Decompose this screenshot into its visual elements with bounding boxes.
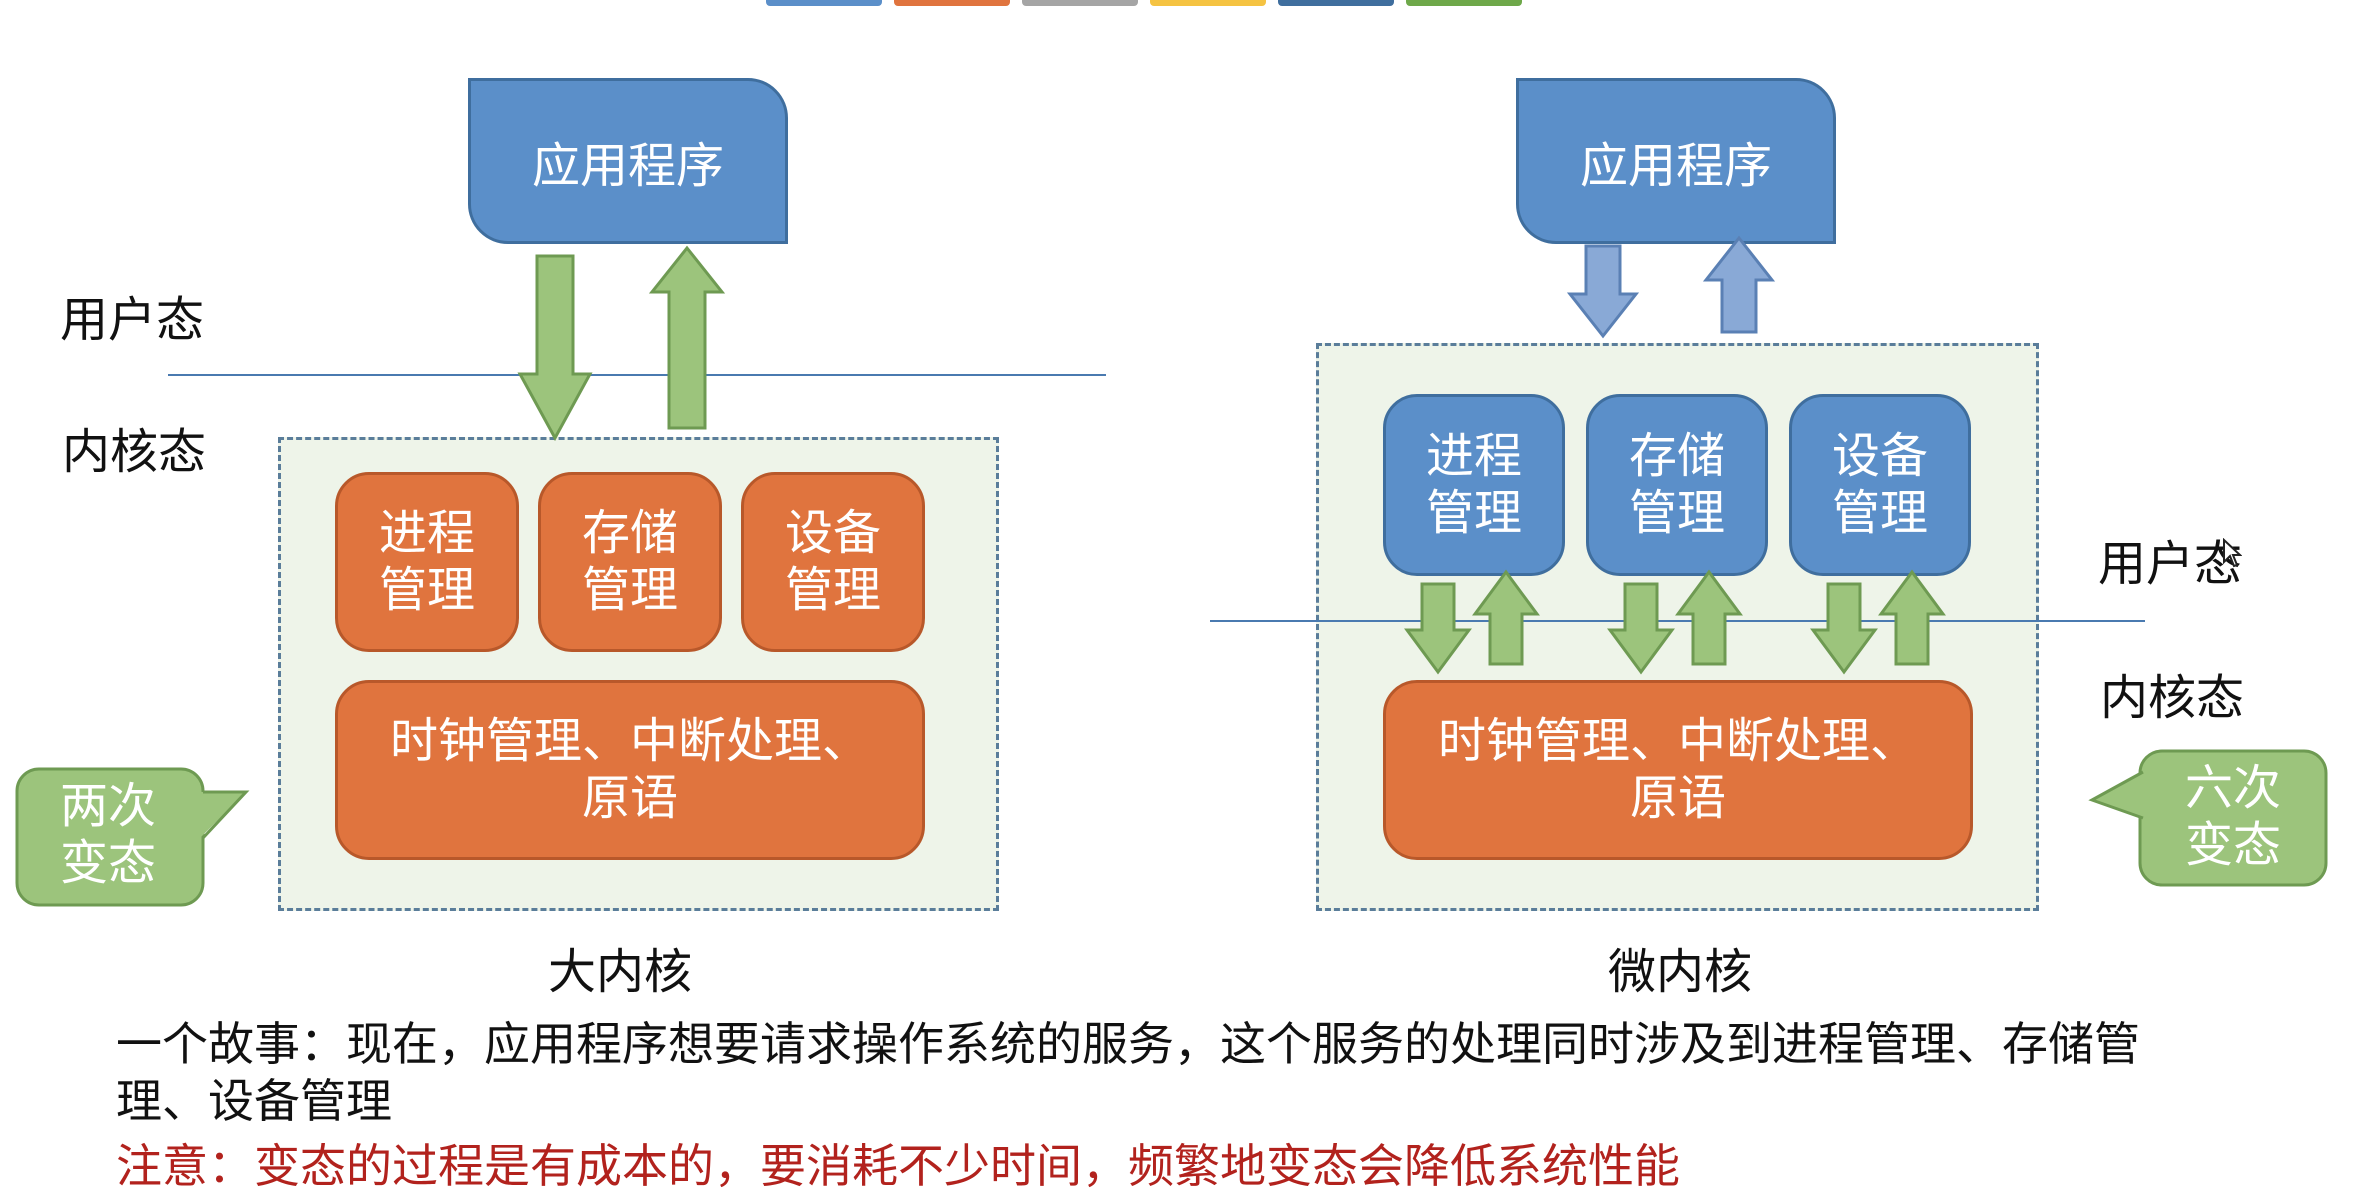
left-process-mgmt-line1: 进程 <box>378 505 475 562</box>
left-down-arrow <box>517 254 593 442</box>
right-device-mgmt-box: 设备 管理 <box>1789 394 1971 576</box>
left-application-box: 应用程序 <box>468 78 788 244</box>
left-callout-line2: 变态 <box>59 835 156 891</box>
left-storage-mgmt-line2: 管理 <box>581 562 678 618</box>
left-up-arrow <box>648 245 726 430</box>
right-mode-boundary-line <box>1210 620 2145 622</box>
right-callout-bubble <box>2088 749 2328 887</box>
note-emphasis: 频繁地变态会降低系统性能 <box>1128 1139 1680 1193</box>
right-callout-line1: 六次 <box>2184 760 2281 817</box>
right-process-mgmt-line1: 进程 <box>1425 428 1522 485</box>
left-process-mgmt-line2: 管理 <box>378 562 475 618</box>
right-core-services-line1: 时钟管理、中断处理、 <box>1437 713 1918 770</box>
right-application-box: 应用程序 <box>1516 78 1836 244</box>
left-device-mgmt-line1: 设备 <box>784 505 881 562</box>
right-device-up-arrow <box>1878 569 1946 666</box>
right-storage-mgmt-box: 存储 管理 <box>1586 394 1768 576</box>
right-application-label: 应用程序 <box>1579 138 1772 194</box>
right-core-services-line2: 原语 <box>1629 770 1726 826</box>
left-user-mode-label: 用户态 <box>60 292 205 348</box>
right-process-up-arrow <box>1472 569 1540 666</box>
right-storage-down-arrow <box>1607 582 1675 675</box>
right-top-down-arrow <box>1566 244 1640 339</box>
top-strip-3 <box>1022 0 1138 6</box>
left-storage-mgmt-line1: 存储 <box>581 505 678 562</box>
left-callout-bubble <box>15 767 250 907</box>
left-mode-boundary-line <box>168 374 1106 376</box>
story-paragraph: 一个故事：现在，应用程序想要请求操作系统的服务，这个服务的处理同时涉及到进程管理… <box>116 1017 2140 1128</box>
right-core-services-box: 时钟管理、中断处理、 原语 <box>1383 680 1973 860</box>
left-callout-text: 两次 变态 <box>18 770 198 900</box>
left-device-mgmt-line2: 管理 <box>784 562 881 618</box>
right-process-down-arrow <box>1404 582 1472 675</box>
top-strip-2 <box>894 0 1010 6</box>
left-core-services-line1: 时钟管理、中断处理、 <box>389 713 870 770</box>
left-callout-line1: 两次 <box>59 778 156 835</box>
note-line: 注意：变态的过程是有成本的，要消耗不少时间，频繁地变态会降低系统性能 <box>116 1130 1680 1196</box>
cursor-icon <box>2223 538 2242 568</box>
left-device-mgmt-box: 设备 管理 <box>741 472 925 652</box>
right-callout-line2: 变态 <box>2184 817 2281 873</box>
right-kernel-mode-label: 内核态 <box>2100 670 2245 726</box>
top-strip-4 <box>1150 0 1266 6</box>
right-storage-up-arrow <box>1675 569 1743 666</box>
left-storage-mgmt-box: 存储 管理 <box>538 472 722 652</box>
top-strip-1 <box>766 0 882 6</box>
right-top-up-arrow <box>1702 235 1776 334</box>
top-strip-5 <box>1278 0 1394 6</box>
right-storage-mgmt-line1: 存储 <box>1628 428 1725 485</box>
note-prefix: 注意：变态的过程是有成本的，要消耗不少时间， <box>116 1139 1128 1193</box>
left-kernel-mode-label: 内核态 <box>62 424 207 480</box>
right-caption: 微内核 <box>1608 944 1753 1000</box>
left-caption: 大内核 <box>548 944 693 1000</box>
top-strip-6 <box>1406 0 1522 6</box>
right-callout-text: 六次 变态 <box>2142 752 2324 882</box>
right-device-mgmt-line2: 管理 <box>1831 485 1928 541</box>
left-process-mgmt-box: 进程 管理 <box>335 472 519 652</box>
right-device-down-arrow <box>1810 582 1878 675</box>
left-application-label: 应用程序 <box>531 138 724 194</box>
right-process-mgmt-line2: 管理 <box>1425 485 1522 541</box>
left-core-services-line2: 原语 <box>581 770 678 826</box>
right-device-mgmt-line1: 设备 <box>1831 428 1928 485</box>
right-user-mode-label: 用户态 <box>2098 536 2243 592</box>
left-core-services-box: 时钟管理、中断处理、 原语 <box>335 680 925 860</box>
right-process-mgmt-box: 进程 管理 <box>1383 394 1565 576</box>
right-storage-mgmt-line2: 管理 <box>1628 485 1725 541</box>
